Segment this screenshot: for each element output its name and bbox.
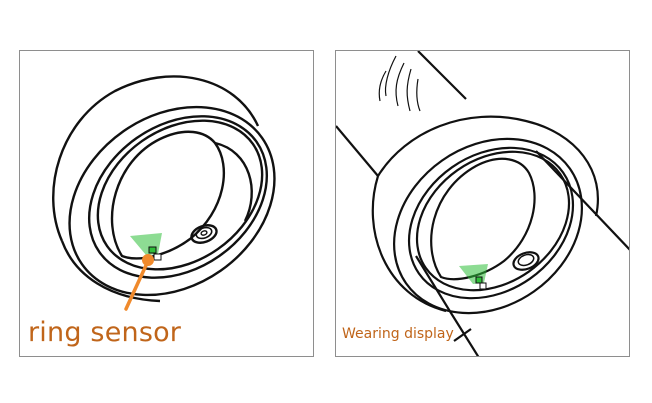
callout-dot xyxy=(142,254,154,266)
caption-wearing-display: Wearing display xyxy=(342,326,454,342)
sensor-chip-base xyxy=(153,253,162,261)
panel-ring-sensor: ring sensor xyxy=(19,50,314,357)
panel-wearing-display: Wearing display xyxy=(335,50,630,357)
callout-line xyxy=(124,259,150,311)
sensor-chip xyxy=(148,246,157,254)
ring-illustration xyxy=(52,75,276,311)
wearing-illustration xyxy=(336,51,629,356)
caption-ring-sensor: ring sensor xyxy=(28,317,182,348)
sensor-glow xyxy=(130,233,162,255)
sensor-glow xyxy=(459,264,488,284)
sensor-chip-base xyxy=(479,282,487,290)
sensor-chip xyxy=(475,276,483,284)
